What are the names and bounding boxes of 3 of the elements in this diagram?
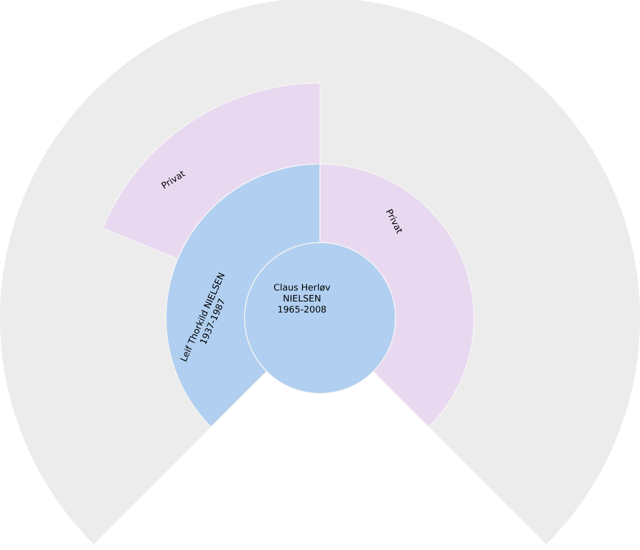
life-dates: 1965-2008 [276,306,328,316]
person-segment [102,83,320,260]
person-name: Claus Herløv NIELSEN [272,284,332,306]
